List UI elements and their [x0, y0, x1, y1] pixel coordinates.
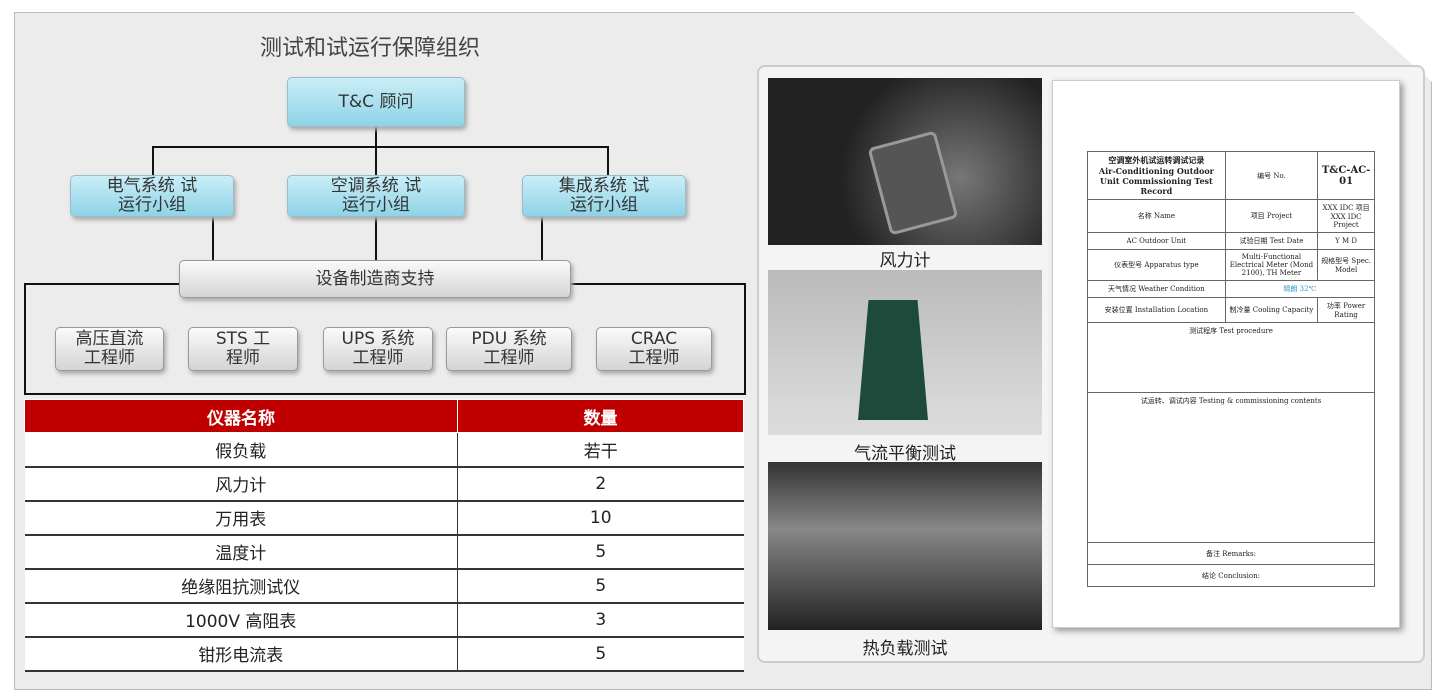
doc-title-cn: 空调室外机试运转调试记录 [1108, 155, 1205, 165]
doc-spec-label: 规格型号 Spec. Model [1317, 249, 1375, 281]
engineer-pdu: PDU 系统 工程师 [446, 327, 572, 371]
cell-quantity: 3 [457, 602, 744, 638]
doc-weather: 晴朗 32℃ [1224, 280, 1376, 298]
col-header-qty: 数量 [457, 399, 744, 433]
doc-name-label: 名称 Name [1087, 199, 1226, 233]
doc-apparatus-label: 仪表型号 Apparatus type [1087, 249, 1226, 281]
doc-conclusion: 结论 Conclusion: [1087, 564, 1375, 587]
engineer-ups: UPS 系统 工程师 [323, 327, 433, 371]
connector [375, 216, 377, 261]
doc-date: Y M D [1317, 232, 1375, 250]
connector [152, 146, 154, 176]
org-title: 测试和试运行保障组织 [259, 36, 480, 61]
engineer-sts: STS 工程师 [188, 327, 298, 371]
group-electrical: 电气系统 试运行小组 [70, 175, 234, 217]
engineer-hvdc: 高压直流 工程师 [55, 327, 164, 371]
cell-quantity: 若干 [457, 432, 744, 468]
photo-caption: 风力计 [879, 251, 931, 271]
doc-no: T&C-AC-01 [1317, 151, 1375, 200]
engineer-crac: CRAC 工程师 [596, 327, 712, 371]
connector [607, 146, 609, 176]
doc-remarks: 备注 Remarks: [1087, 542, 1375, 565]
doc-capacity-label: 制冷量 Cooling Capacity [1224, 297, 1319, 323]
cell-quantity: 2 [457, 466, 744, 502]
connector [152, 146, 608, 148]
photo-heat-load-test [768, 462, 1042, 630]
table-row: 假负载若干 [24, 432, 744, 468]
anemometer-device-icon [867, 130, 959, 236]
cell-quantity: 5 [457, 568, 744, 604]
cell-quantity: 5 [457, 636, 744, 672]
photo-airflow-test [768, 270, 1042, 435]
doc-weather-label: 天气情况 Weather Condition [1087, 280, 1226, 298]
cell-instrument: 假负载 [24, 432, 458, 468]
tc-consultant-box: T&C 顾问 [287, 77, 465, 127]
vendor-support-box: 设备制造商支持 [179, 260, 571, 298]
cell-instrument: 万用表 [24, 500, 458, 536]
cell-instrument: 1000V 高阻表 [24, 602, 458, 638]
cell-instrument: 绝缘阻抗测试仪 [24, 568, 458, 604]
cell-instrument: 温度计 [24, 534, 458, 570]
connector [375, 146, 377, 176]
doc-section: 试运转、调试内容 Testing & commissioning content… [1087, 392, 1375, 543]
photo-caption: 气流平衡测试 [854, 444, 956, 464]
photo-caption: 热负载测试 [862, 639, 948, 659]
connector [212, 216, 214, 261]
cell-quantity: 5 [457, 534, 744, 570]
group-hvac: 空调系统 试运行小组 [287, 175, 465, 217]
photo-anemometer [768, 78, 1042, 245]
connector [375, 127, 377, 147]
doc-date-label: 试验日期 Test Date [1224, 232, 1319, 250]
col-header-name: 仪器名称 [24, 399, 458, 433]
doc-project: XXX IDC 项目 XXX IDC Project [1317, 199, 1375, 233]
doc-apparatus: Multi-Functional Electrical Meter (Mond … [1224, 249, 1319, 281]
doc-project-label: 项目 Project [1224, 199, 1319, 233]
connector [541, 216, 543, 261]
cell-instrument: 风力计 [24, 466, 458, 502]
doc-title-en: Air-Conditioning Outdoor Unit Commission… [1098, 166, 1214, 196]
flow-hood-icon [858, 300, 928, 420]
group-integration: 集成系统 试运行小组 [522, 175, 686, 217]
doc-location-label: 安装位置 Installation Location [1087, 297, 1226, 323]
doc-power-label: 功率 Power Rating [1317, 297, 1375, 323]
doc-no-label: 编号 No. [1224, 151, 1319, 200]
cell-quantity: 10 [457, 500, 744, 536]
doc-procedure: 测试程序 Test procedure [1087, 322, 1375, 393]
doc-name: AC Outdoor Unit [1087, 232, 1226, 250]
cell-instrument: 钳形电流表 [24, 636, 458, 672]
